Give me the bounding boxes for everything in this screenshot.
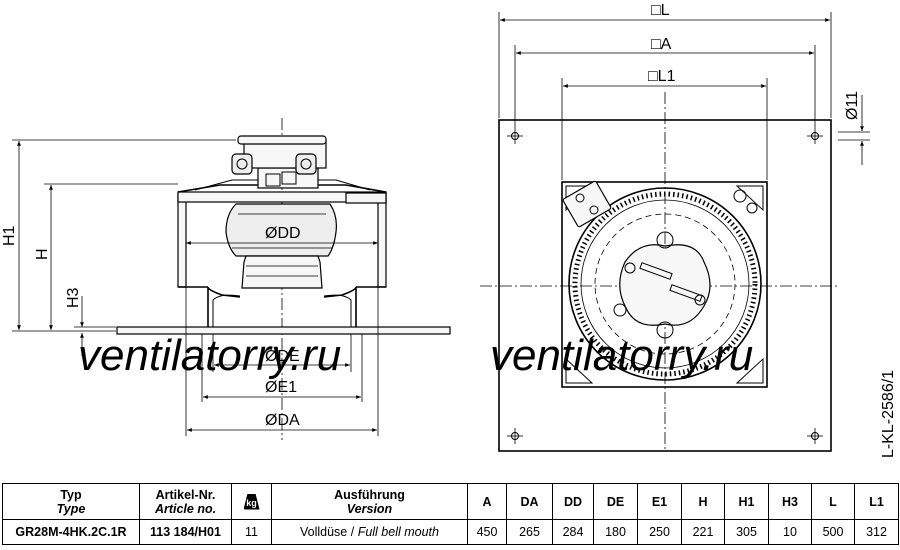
header-A: A (467, 483, 507, 520)
cell-weight: 11 (231, 519, 272, 545)
cell-H3: 10 (768, 519, 812, 545)
dim-label-H1: H1 (1, 225, 18, 246)
dim-label-DE: ØDE (265, 348, 300, 365)
cell-L1: 312 (854, 519, 899, 545)
dim-label-E1: ØE1 (265, 379, 297, 396)
cell-DE: 180 (593, 519, 638, 545)
impeller-front (568, 187, 762, 381)
fan-frame (561, 181, 768, 388)
cell-E1: 250 (637, 519, 682, 545)
terminal-box-front (562, 180, 758, 228)
cell-H1: 305 (724, 519, 769, 545)
header-weight: kg (231, 483, 272, 520)
header-L1: L1 (854, 483, 899, 520)
dim-label-A: □A (651, 36, 672, 53)
cell-type: GR28M-4HK.2C.1R (2, 519, 140, 545)
dim-label-DD: ØDD (265, 225, 301, 242)
motor-hub (613, 231, 711, 339)
header-E1: E1 (637, 483, 682, 520)
drawing-code: L-KL-2586/1 (880, 370, 897, 458)
base-plate (116, 326, 451, 335)
mounting-holes (507, 128, 823, 444)
cell-DD: 284 (552, 519, 594, 545)
table-row: GR28M-4HK.2C.1R 113 184/H01 11 Volldüse … (2, 519, 899, 545)
header-H1: H1 (724, 483, 769, 520)
dim-label-L1: □L1 (648, 68, 676, 85)
dim-label-H3: H3 (65, 287, 82, 308)
dim-label-H: H (34, 248, 51, 260)
terminal-box (231, 135, 327, 189)
front-view: □L □A □L1 Ø11 L-KL-2586/1 (480, 2, 897, 458)
cell-L: 500 (811, 519, 855, 545)
motor (241, 255, 323, 289)
cell-H: 221 (681, 519, 725, 545)
header-H3: H3 (768, 483, 812, 520)
cell-article: 113 184/H01 (139, 519, 232, 545)
dim-label-DA: ØDA (265, 412, 300, 429)
weight-kg-icon: kg (243, 493, 260, 510)
cell-DA: 265 (506, 519, 553, 545)
cell-A: 450 (467, 519, 507, 545)
header-DA: DA (506, 483, 553, 520)
header-DD: DD (552, 483, 594, 520)
header-article: Artikel-Nr.Article no. (139, 483, 232, 520)
dim-label-hole-diameter: Ø11 (844, 91, 861, 120)
header-DE: DE (593, 483, 638, 520)
side-view: H1 H H3 ØDD ØDE ØE1 ØDA (1, 118, 451, 440)
header-L: L (811, 483, 855, 520)
watermark-left: ventilatorry.ru (78, 331, 341, 380)
cell-version: Volldüse / Full bell mouth (271, 519, 468, 545)
header-H: H (681, 483, 725, 520)
technical-drawing: ventilatorry.ru ventilatorry.ru (1, 2, 897, 458)
dim-label-L: □L (651, 2, 670, 19)
